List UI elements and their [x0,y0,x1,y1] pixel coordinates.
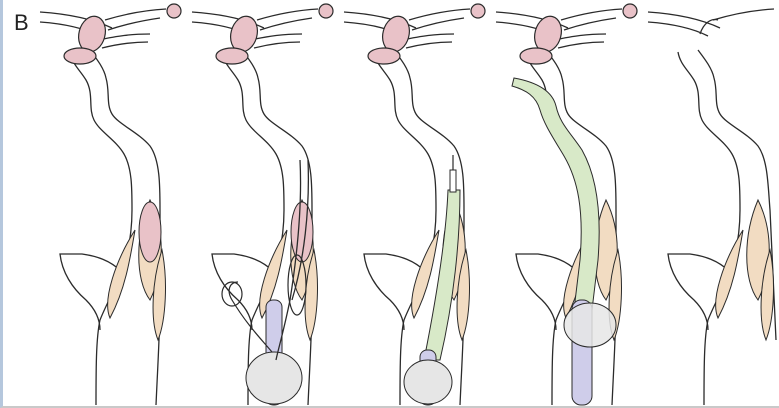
stage-5 [648,9,776,405]
stage-2 [192,4,333,405]
balloon [246,352,302,404]
stage-4 [496,4,637,405]
long-sheath [512,78,599,310]
balloon [404,360,452,404]
stage-3 [344,4,485,405]
balloon [564,303,616,347]
stage-1 [40,4,181,405]
